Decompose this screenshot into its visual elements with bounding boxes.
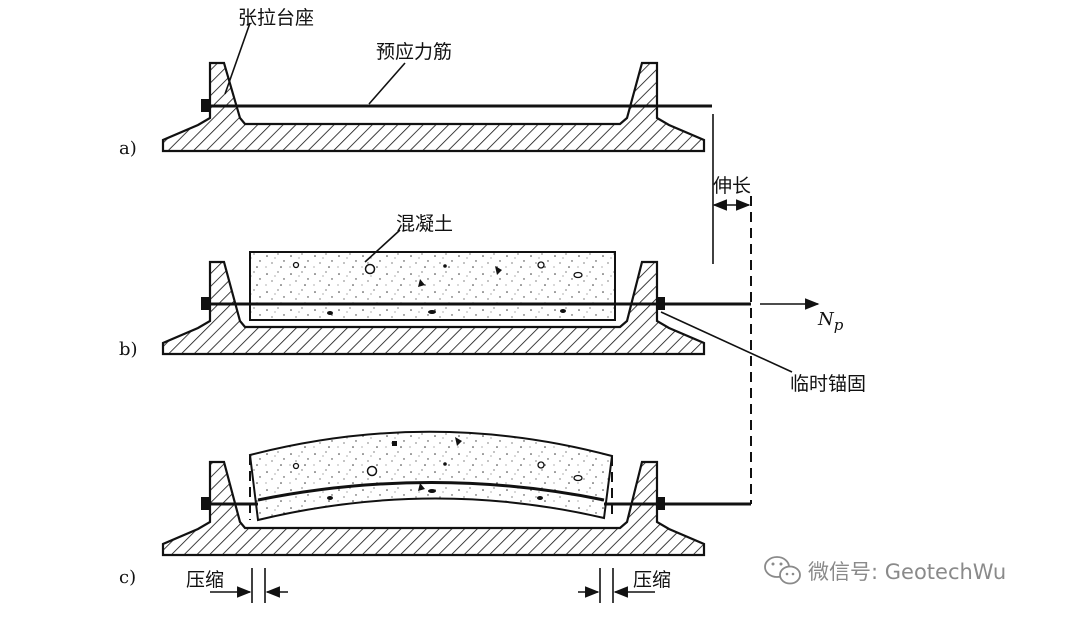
anchor-block-left-a <box>201 99 209 112</box>
label-concrete: 混凝土 <box>396 213 453 235</box>
panel-c: c) 压缩 压缩 <box>119 430 751 603</box>
leader-bed <box>224 22 251 95</box>
label-compression-left: 压缩 <box>186 569 224 591</box>
label-anchor: 临时锚固 <box>790 373 866 395</box>
leader-concrete <box>364 229 401 263</box>
cambered-tendon-c <box>257 481 605 502</box>
label-bed: 张拉台座 <box>238 7 314 29</box>
panel-b: Np 混凝土 临时锚固 b) <box>119 213 866 395</box>
leader-tendon <box>368 62 406 105</box>
anchor-block-right-c <box>657 497 665 510</box>
tensioning-bed-b <box>161 260 706 356</box>
panel-label-c: c) <box>119 567 136 588</box>
watermark: 微信号: GeotechWu <box>764 556 1006 585</box>
aggregate-c <box>292 437 583 500</box>
panel-label-a: a) <box>119 138 137 159</box>
label-force: Np <box>817 309 844 334</box>
leader-anchor <box>660 311 793 373</box>
tensioning-bed-c <box>161 460 706 557</box>
compression-right: 压缩 <box>578 568 671 603</box>
anchor-block-left-b <box>201 297 209 310</box>
label-elongation: 伸长 <box>713 175 751 197</box>
concrete-member-b <box>249 251 616 321</box>
tensioning-bed-a <box>161 61 706 153</box>
elongation-dimension: 伸长 <box>712 114 751 264</box>
cambered-concrete-member-c <box>248 430 614 522</box>
wechat-icon <box>764 556 801 585</box>
panel-label-b: b) <box>119 339 138 360</box>
anchor-block-left-c <box>201 497 209 510</box>
label-compression-right: 压缩 <box>633 569 671 591</box>
panel-a: 张拉台座 预应力筋 a) <box>119 7 712 159</box>
watermark-text: 微信号: GeotechWu <box>808 560 1006 584</box>
label-tendon: 预应力筋 <box>376 41 452 63</box>
compression-left: 压缩 <box>186 568 288 603</box>
aggregate-b <box>292 261 583 315</box>
